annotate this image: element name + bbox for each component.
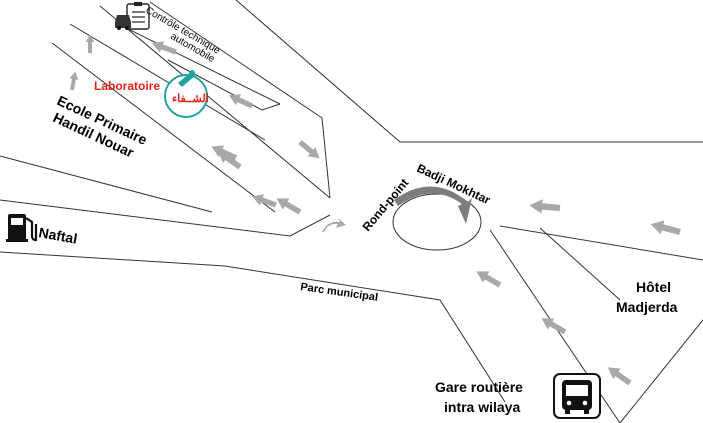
fuel-pump-icon <box>6 214 38 242</box>
road-edge <box>69 23 266 141</box>
road-edge <box>167 59 281 111</box>
laboratoire-label: Laboratoire <box>94 79 160 93</box>
gare-label-2: intra wilaya <box>444 399 520 415</box>
arrow-icon <box>538 312 569 338</box>
clipboard-car-icon <box>115 2 150 30</box>
road-edge <box>99 5 331 199</box>
road-edge <box>235 0 703 143</box>
arrow-icon <box>85 34 95 53</box>
arrow-icon <box>604 362 634 389</box>
hotel-label-2: Madjerda <box>616 299 678 315</box>
roundabout-island <box>392 193 482 251</box>
curved-arrow-icon <box>394 186 472 224</box>
traffic-arrows <box>67 34 682 389</box>
naftal-label: Naftal <box>37 224 78 247</box>
rondpoint-label-1: Rond-point <box>360 176 412 234</box>
road-edge <box>0 251 506 403</box>
hotel-label-1: Hôtel <box>636 279 671 295</box>
arrow-icon <box>67 70 80 91</box>
arrow-icon <box>528 198 561 216</box>
controle-label-1: Contrôle technique <box>144 5 223 57</box>
svg-text:Contrôle technique: Contrôle technique <box>144 5 223 57</box>
bus-icon <box>553 373 601 419</box>
road-edge <box>117 23 281 105</box>
rondpoint-label-2: Badji Mokhtar <box>415 161 493 207</box>
labels: Contrôle technique automobile Laboratoir… <box>37 5 677 415</box>
gare-label-1: Gare routière <box>435 379 523 395</box>
arrow-icon <box>473 265 504 291</box>
arrow-icon <box>648 217 682 239</box>
road-edge <box>0 155 213 213</box>
road-edge <box>51 42 276 213</box>
pharmacy-logo-icon <box>164 70 208 118</box>
road-edge <box>499 225 703 261</box>
road-edge <box>619 319 703 423</box>
arrow-icon <box>296 137 324 163</box>
arrow-icon <box>273 192 304 218</box>
arrow-icon <box>249 190 279 211</box>
road-edge <box>0 199 331 237</box>
road-edge <box>149 1 331 199</box>
arrow-icon <box>322 218 346 232</box>
lab-logo-arabic: الشــفاء <box>172 93 209 105</box>
